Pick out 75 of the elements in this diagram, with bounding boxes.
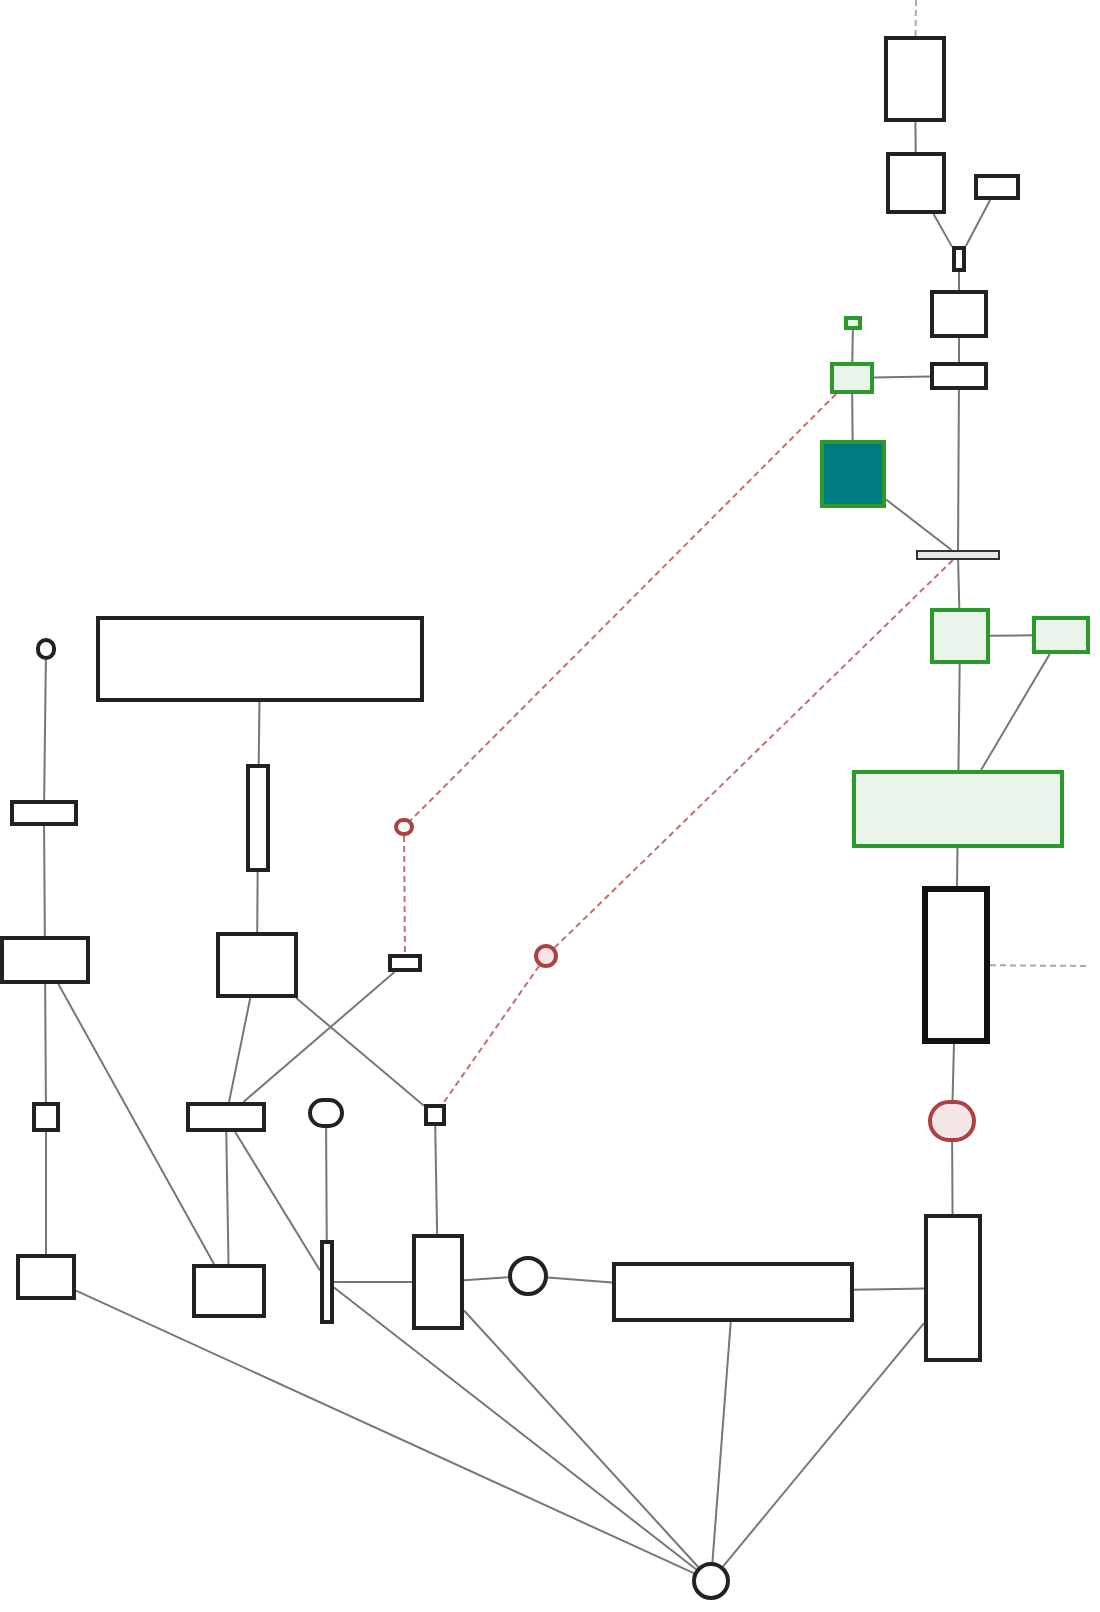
connector [873,375,931,379]
connector [958,271,960,291]
connector [989,634,1033,637]
dashed-connector [441,964,541,1105]
dashed-connector [989,964,1091,967]
process-box [930,290,988,338]
process-box [424,1104,446,1126]
bar-node [246,764,270,872]
connector [44,983,47,1103]
connector [333,1281,413,1283]
process-box [10,800,78,826]
connector [43,825,46,937]
bar-node [916,550,1000,560]
connector [225,1131,230,1265]
connector [958,337,960,363]
connector [980,653,1051,771]
connector [956,847,959,887]
connector [228,997,252,1103]
connector [851,329,854,363]
connector [853,1287,925,1291]
connector [234,1131,321,1272]
connector [951,1043,955,1101]
process-box [844,316,862,330]
process-box [96,616,424,702]
bar-node [952,246,966,272]
dashed-connector [553,559,954,949]
process-box [830,362,874,394]
connector [957,389,960,551]
process-box [924,1214,982,1362]
connector [711,1321,732,1564]
connector [851,393,854,441]
process-box [820,440,886,508]
process-box [852,770,1064,848]
connector [43,659,47,801]
process-box [186,1102,266,1132]
process-box [930,362,988,390]
process-box [32,1102,60,1132]
connector [957,559,961,609]
connector [932,213,953,248]
connector [434,1125,439,1235]
bar-node [320,1240,334,1324]
connector [546,1276,613,1284]
process-box [922,886,990,1044]
connector [722,1322,925,1568]
process-box [884,36,946,122]
connector [885,498,953,551]
connector [957,663,961,771]
connector [951,1141,954,1215]
process-box [1032,616,1090,654]
connector [256,871,259,933]
process-box [0,936,90,984]
process-box [192,1264,266,1318]
connector [463,1276,510,1282]
process-box [886,152,946,214]
connector [325,1127,328,1241]
dashed-connector [914,0,917,37]
connector [242,971,396,1103]
connector [964,199,992,247]
connector [295,997,425,1107]
process-box [974,174,1020,200]
connector [914,121,917,153]
process-box [412,1234,464,1330]
process-box [930,608,990,664]
process-box [216,932,298,998]
connector [45,1131,47,1255]
connector [57,983,215,1265]
dashed-connector [409,393,838,822]
connector [75,1289,695,1575]
process-box [16,1254,76,1300]
process-box [388,954,422,972]
connector [463,1309,700,1568]
process-box [612,1262,854,1322]
connector [333,1286,697,1571]
dashed-connector [403,835,406,955]
connector [257,701,261,765]
